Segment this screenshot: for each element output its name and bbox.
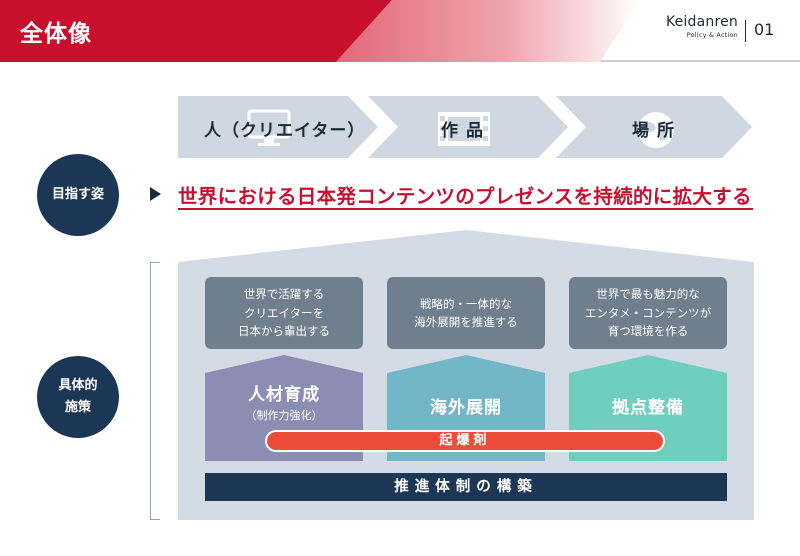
header-divider [745, 20, 746, 42]
objective-line: 海外展開を推進する [414, 315, 518, 329]
flow-label-places: 場所 [632, 121, 682, 141]
objective-line: 戦略的・一体的な [420, 296, 512, 311]
objective-box: 世界で活躍する クリエイターを 日本から輩出する [205, 277, 363, 349]
measures-circle-line1: 具体的 [58, 377, 98, 393]
flow-label-works: 作品 [441, 121, 491, 141]
objective-line: 世界で最も魅力的な [596, 287, 700, 302]
pillar-title-overseas: 海外展開 [430, 398, 502, 418]
goal-circle: 目指す姿 [37, 154, 119, 236]
measures-bracket [150, 262, 160, 520]
objective-line: 日本から輩出する [238, 324, 330, 339]
page-number: 01 [754, 20, 775, 39]
flow-label-people: 人（クリエイター） [204, 121, 366, 141]
header-accent-band [336, 0, 640, 62]
brand-logo: Keidanren Policy & Action [662, 14, 738, 39]
goal-headline: 世界における日本発コンテンツのプレゼンスを持続的に拡大する [178, 185, 752, 208]
triangle-pointer-icon [150, 187, 161, 201]
flow-step-people [178, 96, 378, 158]
pillar-sub-talent: （制作力強化） [245, 409, 323, 422]
objective-line: 育つ環境を作る [607, 324, 689, 339]
brand-name: Keidanren [665, 14, 738, 30]
header-red-band [0, 0, 392, 62]
header-bar: 全体像 Keidanren Policy & Action 01 [0, 0, 800, 62]
pillar-title-hubs: 拠点整備 [612, 398, 684, 418]
foundation-bar: 推進体制の構築 [205, 473, 727, 501]
objective-box: 戦略的・一体的な 海外展開を推進する [387, 277, 545, 349]
measures-circle-line2: 施策 [64, 400, 91, 415]
objective-box: 世界で最も魅力的な エンタメ・コンテンツが 育つ環境を作る [569, 277, 727, 349]
objective-line: 世界で活躍する [243, 287, 325, 302]
monitor-icon [247, 109, 291, 146]
goal-circle-label: 目指す姿 [51, 186, 104, 202]
headline-underline [178, 208, 753, 210]
objective-line: エンタメ・コンテンツが [584, 305, 712, 320]
page-title: 全体像 [20, 21, 92, 47]
objective-line: クリエイターを [243, 305, 325, 320]
measures-circle: 具体的 施策 [37, 356, 119, 438]
brand-tagline: Policy & Action [686, 31, 738, 39]
film-icon [438, 112, 490, 146]
catalyst-bar: 起爆剤 [265, 430, 665, 452]
globe-icon [638, 112, 674, 148]
pillar-title-talent: 人材育成 [248, 385, 320, 405]
